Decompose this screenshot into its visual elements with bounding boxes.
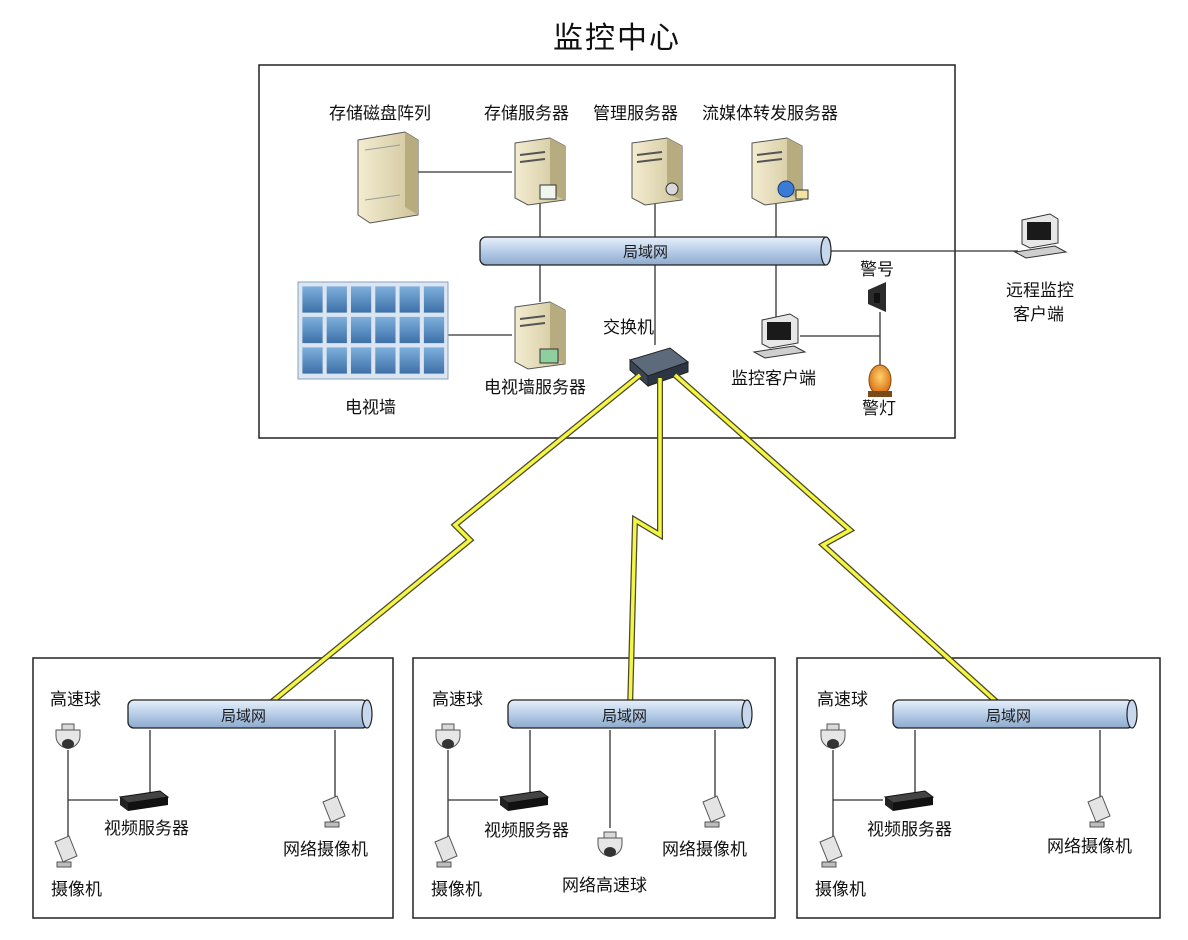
- tv-wall-screen: [350, 285, 373, 314]
- tv-wall-label: 电视墙: [345, 398, 396, 418]
- tv-wall-screen: [301, 346, 324, 375]
- tv-wall-screen: [423, 316, 445, 344]
- tv-wall-icon: [297, 281, 449, 380]
- streaming-server-label: 流媒体转发服务器: [702, 104, 838, 124]
- site2-video-server-label: 视频服务器: [484, 821, 569, 841]
- management-server-label: 管理服务器: [593, 104, 678, 124]
- switch-label: 交换机: [603, 318, 654, 338]
- site3-network-camera-label: 网络摄像机: [1047, 837, 1132, 857]
- remote-client-pc-icon: [1013, 213, 1068, 259]
- tv-wall-screen: [325, 346, 348, 375]
- monitor-client-pc-icon: [752, 313, 807, 359]
- site2-camera-label: 摄像机: [431, 880, 482, 900]
- speed-dome-icon: [55, 723, 81, 749]
- tv-wall-screen: [325, 285, 348, 314]
- camera-icon: [322, 795, 346, 828]
- remote-client-label-2: 客户端: [1013, 305, 1064, 325]
- site2-network-speed-dome-label: 网络高速球: [562, 876, 647, 896]
- speed-dome-icon: [435, 723, 461, 749]
- storage-array-icon: [357, 131, 419, 224]
- center-links: [418, 171, 1018, 366]
- streaming-server-icon: [751, 137, 809, 206]
- tv-wall-screen: [374, 285, 397, 314]
- site2-network-camera-label: 网络摄像机: [662, 840, 747, 860]
- tv-wall-screen: [350, 316, 373, 344]
- tv-wall-screen: [301, 285, 324, 314]
- site1-network-camera-label: 网络摄像机: [283, 840, 368, 860]
- camera-icon: [1087, 795, 1111, 828]
- camera-icon: [702, 795, 726, 828]
- video-server-icon: [118, 790, 170, 811]
- speed-dome-icon: [820, 723, 846, 749]
- siren-icon: [868, 282, 886, 312]
- remote-site-2: [434, 699, 753, 868]
- site3-lan-label: 局域网: [986, 707, 1032, 725]
- monitor-client-label: 监控客户端: [731, 369, 816, 389]
- site1-speed-dome-label: 高速球: [50, 690, 101, 710]
- camera-icon: [819, 835, 843, 868]
- tv-wall-screen: [398, 316, 421, 344]
- video-server-icon: [498, 790, 550, 811]
- remote-site-1: [54, 699, 373, 868]
- site1-camera-label: 摄像机: [51, 880, 102, 900]
- site1-lan-label: 局域网: [221, 707, 267, 725]
- site-frame-2: [412, 657, 776, 919]
- page-title: 监控中心: [553, 21, 681, 56]
- management-server-icon: [631, 137, 683, 206]
- speed-dome-icon: [597, 831, 623, 857]
- siren-label: 警号: [860, 260, 894, 280]
- tv-wall-screen: [374, 316, 397, 344]
- wireless-links: [266, 372, 1003, 711]
- alarm-light-label: 警灯: [862, 399, 896, 419]
- storage-array-label: 存储磁盘阵列: [329, 104, 431, 124]
- tv-wall-server-label: 电视墙服务器: [484, 378, 586, 398]
- tv-wall-server-icon: [514, 301, 566, 370]
- camera-icon: [434, 835, 458, 868]
- site3-camera-label: 摄像机: [815, 880, 866, 900]
- tv-wall-screen: [301, 316, 324, 344]
- tv-wall-screen: [374, 346, 397, 375]
- site2-speed-dome-label: 高速球: [432, 690, 483, 710]
- tv-wall-screen: [325, 316, 348, 344]
- alarm-light-icon: [868, 364, 892, 397]
- site-frame-3: [796, 657, 1161, 919]
- site3-video-server-label: 视频服务器: [867, 820, 952, 840]
- remote-site-3: [819, 699, 1138, 868]
- tv-wall-screen: [398, 285, 421, 314]
- site3-speed-dome-label: 高速球: [817, 690, 868, 710]
- video-server-icon: [883, 790, 935, 811]
- camera-icon: [54, 835, 78, 868]
- site-frame-1: [32, 657, 394, 919]
- tv-wall-screen: [350, 346, 373, 375]
- site2-lan-label: 局域网: [602, 707, 648, 725]
- site1-video-server-label: 视频服务器: [104, 819, 189, 839]
- center-lan-label: 局域网: [623, 243, 669, 261]
- tv-wall-screen: [423, 285, 445, 314]
- storage-server-label: 存储服务器: [484, 104, 569, 124]
- remote-client-label-1: 远程监控: [1006, 281, 1074, 301]
- tv-wall-screen: [423, 346, 445, 375]
- tv-wall-screen: [398, 346, 421, 375]
- storage-server-icon: [514, 137, 566, 206]
